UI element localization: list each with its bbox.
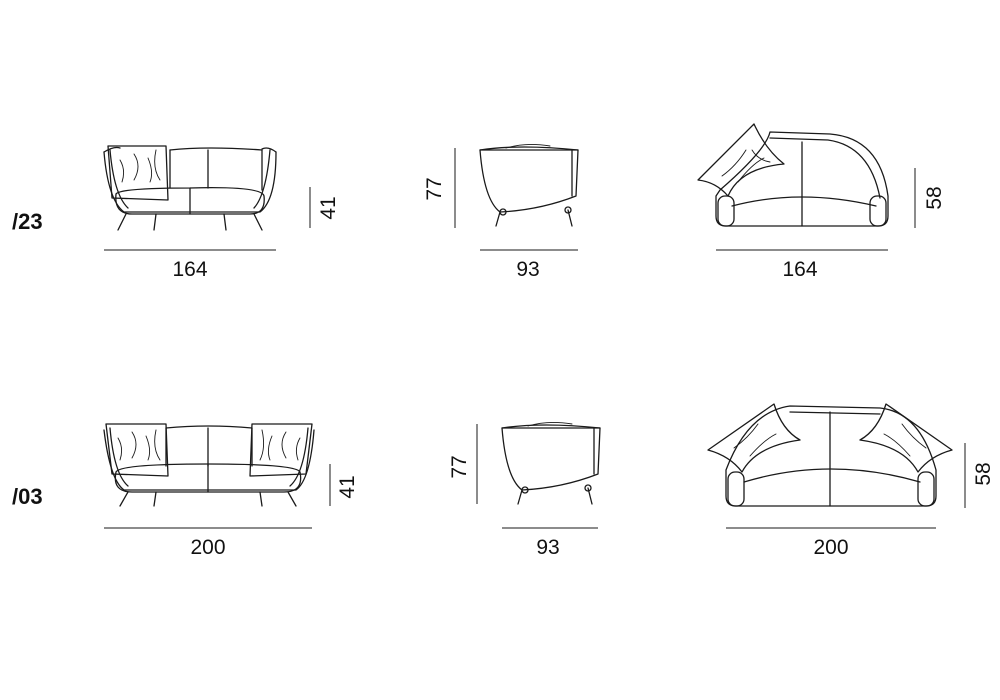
front-seat-height-label: 41 (317, 196, 340, 219)
top-depth-label: 58 (923, 186, 946, 209)
top-view-sofa-23 (697, 123, 889, 227)
side-view-sofa-23 (479, 143, 579, 227)
top-depth-label: 58 (972, 462, 995, 485)
front-width-label: 164 (172, 258, 207, 281)
model-code: /23 (12, 209, 43, 234)
model-23-row: /23 164 41 (12, 123, 946, 281)
side-depth-label: 93 (516, 258, 539, 281)
side-depth-label: 93 (536, 536, 559, 559)
top-width-label: 164 (782, 258, 817, 281)
front-view-sofa-23 (103, 145, 277, 231)
model-code: /03 (12, 484, 43, 509)
front-width-label: 200 (190, 536, 225, 559)
top-view-sofa-03 (707, 403, 953, 507)
top-width-label: 200 (813, 536, 848, 559)
side-view-sofa-03 (501, 421, 601, 505)
side-height-label: 77 (423, 177, 446, 200)
front-view-sofa-03 (103, 423, 315, 507)
side-height-label: 77 (448, 455, 471, 478)
front-seat-height-label: 41 (336, 475, 359, 498)
model-03-row: /03 200 41 (12, 403, 995, 559)
